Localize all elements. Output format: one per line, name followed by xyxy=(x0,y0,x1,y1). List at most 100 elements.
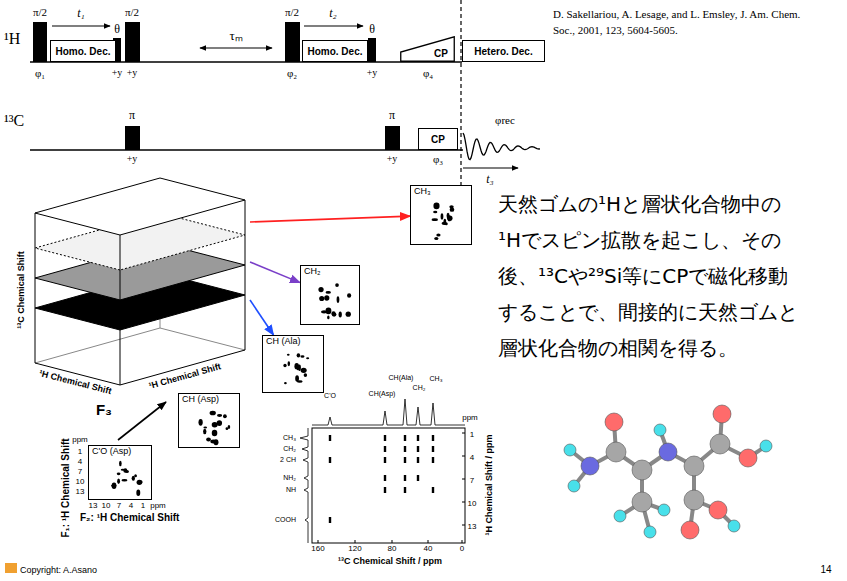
phase-label: φ₁ xyxy=(35,67,45,80)
spectrum-plane xyxy=(410,185,470,245)
axis-tick: 120 xyxy=(348,544,361,553)
spectrum-plane xyxy=(346,312,351,317)
molecule-model xyxy=(684,456,704,476)
axis-tick: 10 xyxy=(102,501,111,510)
spectrum-plane xyxy=(117,472,121,475)
data-cube: ¹³C Chemical Shift¹H Chemical Shift¹H Ch… xyxy=(15,165,250,392)
axis-tick: 7 xyxy=(78,467,82,476)
hetero-spectrum xyxy=(417,446,419,452)
peak-label: COOH xyxy=(275,516,296,524)
axis-tick: ppm xyxy=(150,501,166,510)
axis-tick: 13 xyxy=(468,522,477,531)
spectrum-plane xyxy=(297,353,301,357)
spectrum-plane xyxy=(301,368,307,373)
pulse-sequence xyxy=(52,25,110,26)
fid-signal xyxy=(463,133,540,160)
spectrum-plane xyxy=(214,439,219,445)
axis-tick: 4 xyxy=(470,453,474,462)
spectrum-plane xyxy=(326,291,331,294)
spectrum-plane xyxy=(121,479,127,482)
pulse-sequence xyxy=(33,22,47,62)
axis-tick: 160 xyxy=(311,544,324,553)
peak-label: NH₂ xyxy=(283,474,296,482)
molecule-model xyxy=(739,449,757,467)
molecule-model xyxy=(564,444,576,456)
spectrum-plane: CH (Asp) xyxy=(178,393,240,448)
molecule-model xyxy=(709,501,727,519)
hetero-spectrum xyxy=(329,457,331,463)
spectrum-plane xyxy=(212,422,218,427)
molecule-model xyxy=(605,413,623,431)
phase-label: +y xyxy=(127,153,138,165)
spectrum-plane xyxy=(433,203,439,210)
hetero-spectrum xyxy=(432,446,434,452)
peak-label: CH₃ xyxy=(283,434,296,442)
hetero-spectrum xyxy=(432,457,434,463)
spectrum-plane xyxy=(442,222,447,225)
phase-label: +y xyxy=(387,153,398,165)
time-label: t₃ xyxy=(486,173,494,187)
molecule-model xyxy=(684,490,704,510)
page-number: 14 xyxy=(820,564,831,576)
spectrum-plane xyxy=(203,429,206,435)
peak-label: CH₂ xyxy=(413,384,426,392)
spectrum-plane xyxy=(304,373,307,377)
molecule-model xyxy=(644,526,656,538)
phase-label: +y xyxy=(367,67,378,79)
hetero-spectrum xyxy=(355,540,356,543)
node-label: CH (Ala) xyxy=(266,337,320,347)
phase-label: φrec xyxy=(495,114,515,127)
nucleus-label: ¹H xyxy=(4,30,20,48)
spectrum-plane xyxy=(298,365,301,371)
molecule-model xyxy=(581,457,599,475)
spectrum-plane xyxy=(88,185,470,500)
spectrum-plane xyxy=(226,427,229,430)
axis-tick: 7 xyxy=(117,501,121,510)
spectrum-plane: CH (Ala) xyxy=(262,335,324,393)
spectrum-plane xyxy=(432,218,438,221)
hetero-spectrum xyxy=(404,446,406,452)
hetero-spectrum xyxy=(384,457,386,463)
hetero-spectrum xyxy=(417,475,419,481)
hetero-spectrum xyxy=(462,433,465,434)
data-cube xyxy=(35,178,245,385)
molecule-model xyxy=(710,434,730,454)
hetero-spectrum xyxy=(329,435,331,441)
axis-tick: 7 xyxy=(470,476,474,485)
spectrum-plane xyxy=(112,482,117,489)
slice-arrow xyxy=(250,300,274,335)
copyright: Copyright: A.Asano xyxy=(20,565,97,575)
spectrum-plane xyxy=(137,480,143,485)
spectrum-plane xyxy=(318,287,323,292)
spectrum-plane xyxy=(198,419,202,426)
spectrum-plane xyxy=(125,470,129,473)
axis-tick: 4 xyxy=(129,501,133,510)
hetero-spectrum xyxy=(404,487,406,493)
pulse-angle: π/2 xyxy=(33,6,47,19)
molecule-model xyxy=(728,520,740,532)
axis-tick: ppm xyxy=(462,413,478,422)
spectrum-plane xyxy=(433,211,437,213)
spectrum-plane xyxy=(450,208,455,212)
data-cube xyxy=(35,328,245,363)
spectrum-plane xyxy=(284,382,287,384)
pulse-sequence xyxy=(30,0,518,188)
spectrum-plane xyxy=(203,426,207,428)
pulse-sequence xyxy=(463,167,518,168)
molecule-model xyxy=(658,504,670,516)
molecule-model xyxy=(632,492,652,512)
spectrum-plane xyxy=(335,283,339,287)
node-label: Hetero. Dec. xyxy=(474,46,532,57)
molecule-model xyxy=(659,443,677,461)
axis-tick: 1 xyxy=(78,447,82,456)
axis-dimension: F₃ xyxy=(96,401,112,418)
pulse-sequence xyxy=(385,126,400,150)
peak-label: CH₃ xyxy=(430,375,443,383)
copyright-icon xyxy=(5,563,17,573)
decoupling-box: Homo. Dec. xyxy=(50,40,116,62)
slice-arrow xyxy=(250,262,300,283)
spectrum-plane xyxy=(206,438,211,442)
time-label: t₂ xyxy=(329,7,337,21)
